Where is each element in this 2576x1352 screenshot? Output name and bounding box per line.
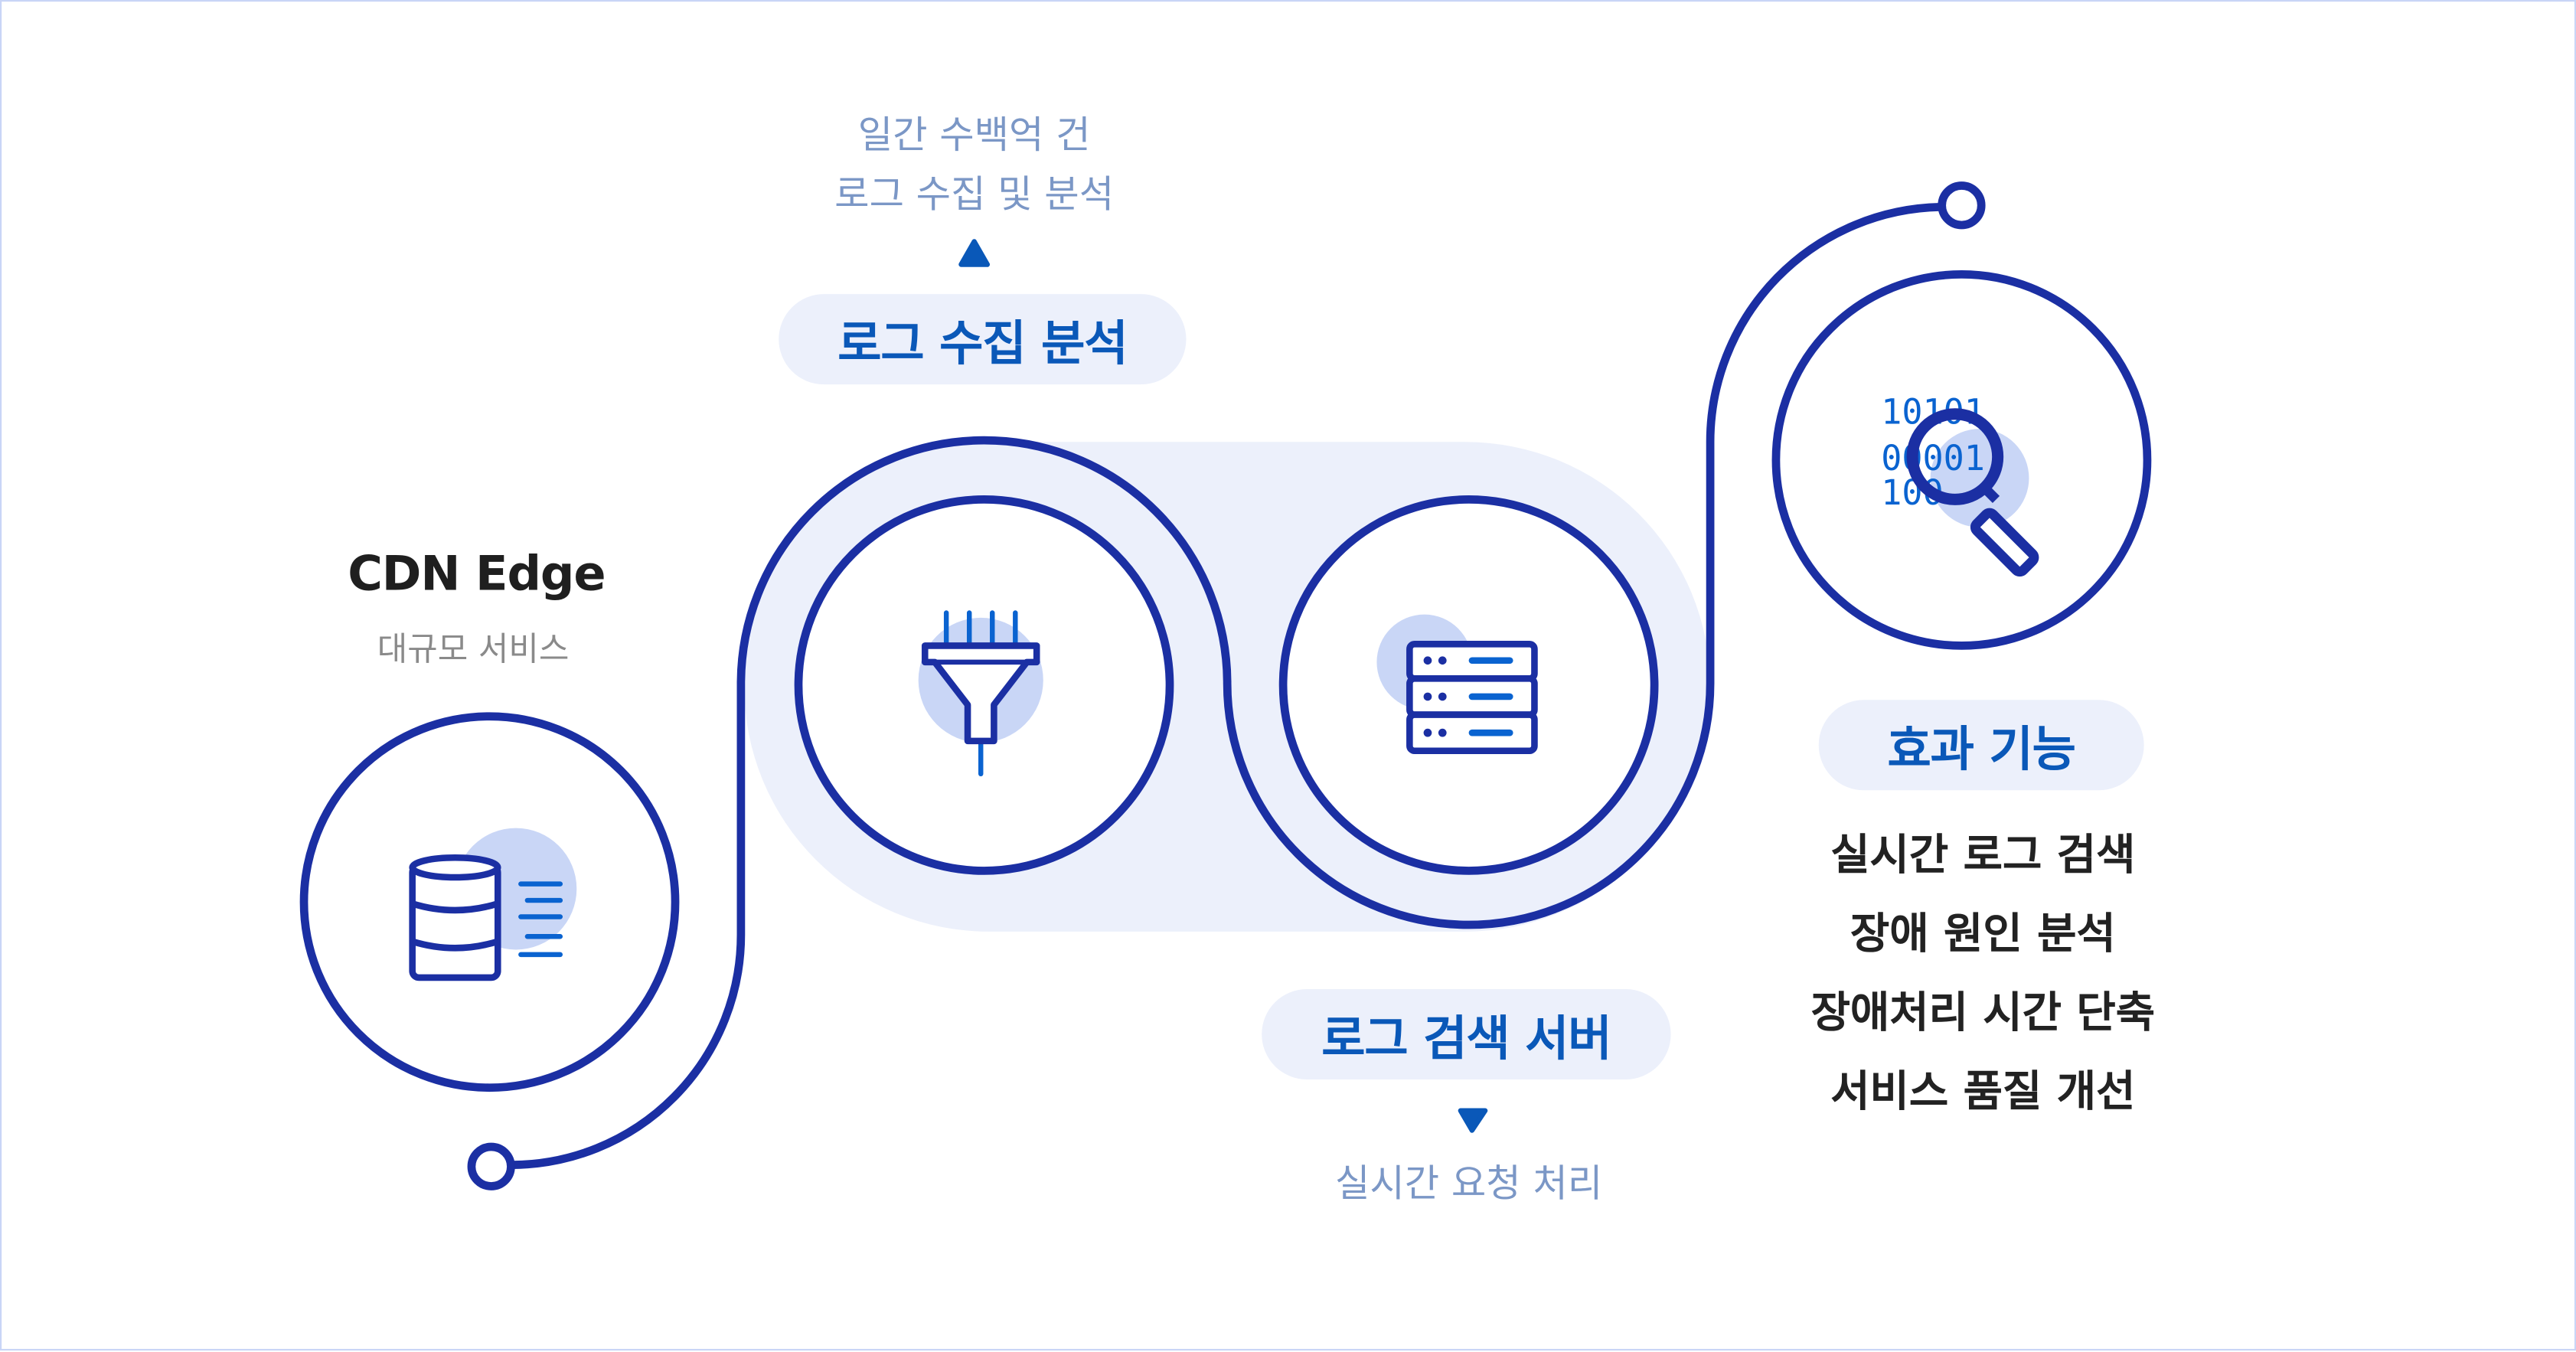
collect-note-line1: 일간 수백억 건 [857,115,1091,158]
collect-note-line2: 로그 수집 및 분석 [834,174,1115,217]
path-end-node [1938,181,1986,230]
flow-path [512,203,1941,1169]
effects-item: 서비스 품질 개선 [1830,1067,2136,1118]
arrow-up-icon [958,239,991,267]
effects-label-pill: 효과 기능 [1818,700,2144,791]
effects-list: 실시간 로그 검색 장애 원인 분석 장애처리 시간 단축 서비스 품질 개선 [1811,817,2156,1132]
arrow-down-icon [1458,1108,1488,1133]
funnel-icon [918,610,1043,777]
database-icon [409,828,577,981]
collect-label-pill: 로그 수집 분석 [779,294,1187,385]
path-start-node [467,1142,515,1190]
effects-item: 실시간 로그 검색 [1830,831,2136,881]
cdn-subtitle: 대규모 서비스 [377,629,570,669]
binary-search-icon: 10101 00001 100 [1881,392,2039,577]
search-server-note: 실시간 요청 처리 [1334,1163,1603,1207]
effects-item: 장애 원인 분석 [1850,909,2116,960]
effects-item: 장애처리 시간 단축 [1810,988,2156,1039]
search-server-label-pill: 로그 검색 서버 [1262,988,1671,1079]
cdn-title: CDN Edge [348,545,606,602]
collect-note: 일간 수백억 건 로그 수집 및 분석 [834,106,1114,225]
server-icon [1376,614,1538,755]
svg-text:00001: 00001 [1881,438,1985,478]
